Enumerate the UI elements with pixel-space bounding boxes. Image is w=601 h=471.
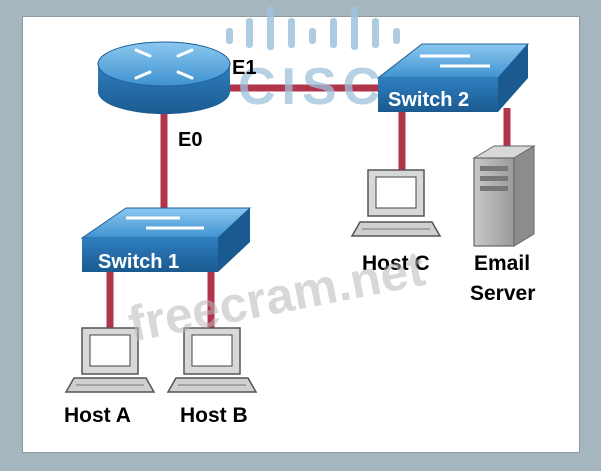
email-server-label-line1: Email	[474, 252, 530, 275]
switch-2-label: Switch 2	[388, 89, 469, 111]
host-c-icon	[350, 169, 442, 237]
host-a-label: Host A	[64, 404, 131, 427]
host-c-label: Host C	[362, 252, 430, 275]
router-icon	[97, 41, 231, 114]
switch-1-icon	[80, 207, 252, 272]
host-b-label: Host B	[180, 404, 248, 427]
links	[106, 84, 511, 330]
email-server-icon	[472, 145, 536, 247]
switch-1-label: Switch 1	[98, 251, 179, 273]
host-a-icon	[64, 327, 156, 393]
interface-e0-label: E0	[178, 129, 202, 151]
switch-2-icon	[376, 43, 530, 112]
interface-e1-label: E1	[232, 57, 256, 79]
email-server-label-line2: Server	[470, 282, 535, 305]
cisco-logo-watermark	[226, 6, 400, 50]
host-b-icon	[166, 327, 258, 393]
